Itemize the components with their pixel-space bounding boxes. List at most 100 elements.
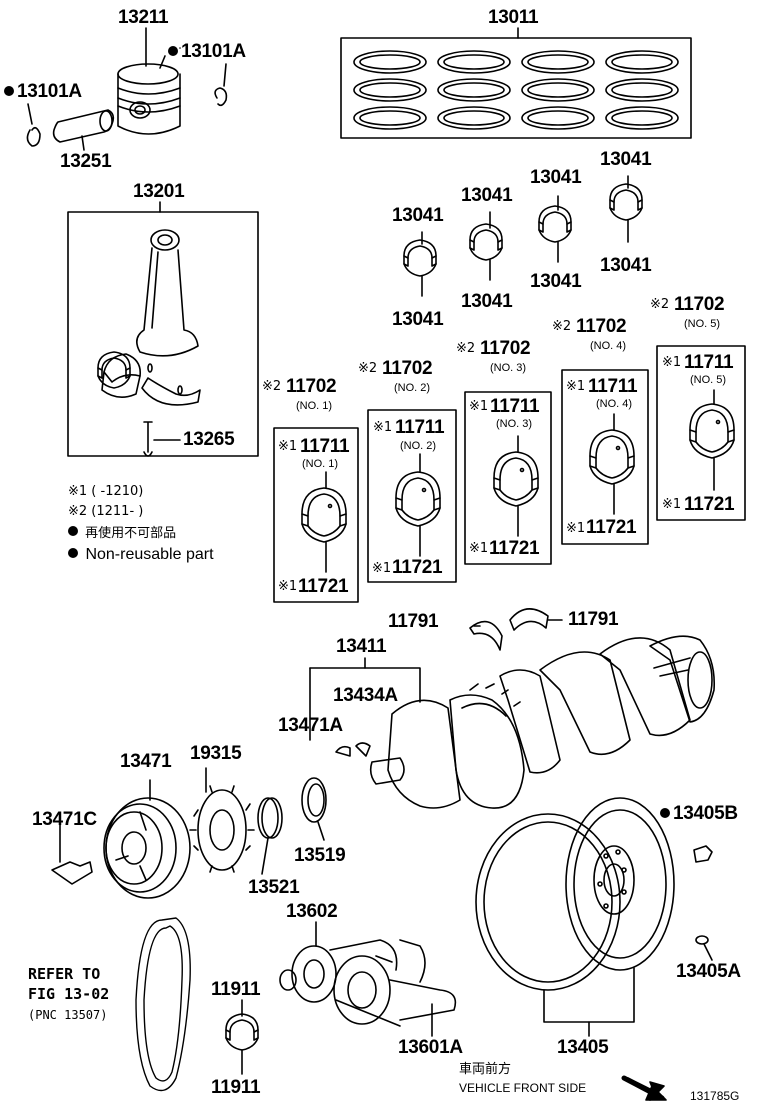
thrust-washers-drawing bbox=[469, 608, 563, 651]
label-13101A-left: 13101A bbox=[4, 82, 82, 102]
label-13521: 13521 bbox=[248, 877, 300, 898]
label-13405A: 13405A bbox=[676, 961, 741, 982]
sub-no3: (NO. 3) bbox=[490, 362, 527, 374]
sub-no5: (NO. 5) bbox=[684, 318, 721, 330]
note-ref2: ※2 (1211- ) bbox=[68, 504, 144, 519]
label-11721-no2: 11721 bbox=[392, 557, 443, 578]
nonreusable-icon bbox=[4, 86, 14, 96]
label-13041-d-bottom: 13041 bbox=[600, 255, 652, 276]
figure-id: 131785G bbox=[690, 1089, 740, 1103]
refer-line2: FIG 13-02 bbox=[28, 985, 110, 1003]
label-13041-a-top: 13041 bbox=[392, 205, 444, 226]
label-11791-right: 11791 bbox=[568, 609, 619, 630]
label-11911-top: 11911 bbox=[211, 979, 261, 1000]
ref1-mark: ※1 bbox=[469, 541, 489, 556]
label-13601A: 13601A bbox=[398, 1037, 463, 1058]
label-13265: 13265 bbox=[183, 429, 235, 450]
sub-no5: (NO. 5) bbox=[690, 374, 727, 386]
label-13411: 13411 bbox=[336, 636, 387, 657]
label-13041-c-bottom: 13041 bbox=[530, 271, 582, 292]
sub-no4: (NO. 4) bbox=[590, 340, 627, 352]
piston-ring-set-drawing bbox=[340, 27, 692, 139]
front-side-jp: 車両前方 bbox=[459, 1062, 512, 1077]
sub-no2: (NO. 2) bbox=[400, 440, 437, 452]
ref1-mark: ※1 bbox=[566, 379, 586, 394]
ref1-mark: ※1 bbox=[372, 561, 392, 576]
balance-bearing-drawing bbox=[225, 999, 259, 1075]
nonreusable-icon bbox=[68, 526, 78, 536]
ref2-mark: ※2 bbox=[456, 341, 476, 356]
label-13041-b-top: 13041 bbox=[461, 185, 513, 206]
flywheel-drawing bbox=[475, 797, 713, 1037]
label-11721-no5: 11721 bbox=[684, 494, 735, 515]
label-13519: 13519 bbox=[294, 845, 346, 866]
label-11702-no5: 11702 bbox=[674, 294, 725, 315]
label-13041-c-top: 13041 bbox=[530, 167, 582, 188]
label-13251: 13251 bbox=[60, 151, 112, 172]
label-13011: 13011 bbox=[488, 7, 539, 28]
ref2-mark: ※2 bbox=[358, 361, 378, 376]
ref1-mark: ※1 bbox=[278, 439, 298, 454]
snap-ring-right-drawing bbox=[214, 63, 228, 107]
crank-pulley-drawing bbox=[51, 779, 191, 899]
label-11721-no3: 11721 bbox=[489, 538, 540, 559]
note-ref1: ※1 ( -1210) bbox=[68, 484, 144, 499]
nonreusable-icon bbox=[660, 808, 670, 818]
label-13405B: 13405B bbox=[660, 804, 738, 824]
label-11721-no4: 11721 bbox=[586, 517, 637, 538]
label-13211: 13211 bbox=[118, 7, 169, 28]
label-11711-no1: 11711 bbox=[300, 436, 350, 457]
nonreusable-icon bbox=[168, 46, 178, 56]
ref1-mark: ※1 bbox=[373, 420, 393, 435]
ref2-mark: ※2 bbox=[262, 379, 282, 394]
label-13201: 13201 bbox=[133, 181, 185, 202]
label-11791-left: 11791 bbox=[388, 611, 439, 632]
label-11702-no2: 11702 bbox=[382, 358, 433, 379]
label-19315: 19315 bbox=[190, 743, 242, 764]
label-11702-no3: 11702 bbox=[480, 338, 531, 359]
ref2-mark: ※2 bbox=[650, 297, 670, 312]
label-13471C: 13471C bbox=[32, 809, 97, 830]
label-11702-no1: 11702 bbox=[286, 376, 337, 397]
piston-drawing bbox=[117, 27, 181, 135]
label-11702-no4: 11702 bbox=[576, 316, 627, 337]
label-13101A-right: 13101A bbox=[168, 42, 246, 62]
front-side-en: VEHICLE FRONT SIDE bbox=[459, 1081, 587, 1095]
front-arrow-icon bbox=[621, 1075, 667, 1101]
label-13471A: 13471A bbox=[278, 715, 343, 736]
snap-ring-left-drawing bbox=[26, 103, 41, 147]
ref1-mark: ※1 bbox=[278, 579, 298, 594]
label-13434A: 13434A bbox=[333, 685, 398, 706]
label-11711-no5: 11711 bbox=[684, 352, 734, 373]
piston-pin-drawing bbox=[52, 109, 115, 151]
ref1-mark: ※1 bbox=[662, 497, 682, 512]
label-13041-a-bottom: 13041 bbox=[392, 309, 444, 330]
label-11721-no1: 11721 bbox=[298, 576, 349, 597]
crank-sprocket-drawing bbox=[189, 767, 327, 875]
label-11911-bottom: 11911 bbox=[211, 1077, 261, 1098]
note-nonreusable-en: Non-reusable part bbox=[68, 547, 214, 563]
label-13602: 13602 bbox=[286, 901, 338, 922]
conrod-bearings-drawing bbox=[97, 175, 643, 389]
label-11711-no2: 11711 bbox=[395, 417, 445, 438]
nonreusable-icon bbox=[68, 548, 78, 558]
label-13471: 13471 bbox=[120, 751, 172, 772]
label-11711-no4: 11711 bbox=[588, 376, 638, 397]
crank-bearing-boxes bbox=[273, 345, 746, 603]
ref1-mark: ※1 bbox=[662, 355, 682, 370]
refer-line3: (PNC 13507) bbox=[28, 1008, 108, 1022]
label-11711-no3: 11711 bbox=[490, 396, 540, 417]
refer-line1: REFER TO bbox=[28, 965, 101, 983]
sub-no1: (NO. 1) bbox=[302, 458, 339, 470]
ref2-mark: ※2 bbox=[552, 319, 572, 334]
sub-no3: (NO. 3) bbox=[496, 418, 533, 430]
balance-shaft-drawing bbox=[279, 921, 457, 1037]
sub-no2: (NO. 2) bbox=[394, 382, 431, 394]
ref1-mark: ※1 bbox=[566, 521, 586, 536]
label-13405: 13405 bbox=[557, 1037, 609, 1058]
label-13041-b-bottom: 13041 bbox=[461, 291, 513, 312]
sub-no4: (NO. 4) bbox=[596, 398, 633, 410]
ref1-mark: ※1 bbox=[469, 399, 489, 414]
label-13041-d-top: 13041 bbox=[600, 149, 652, 170]
